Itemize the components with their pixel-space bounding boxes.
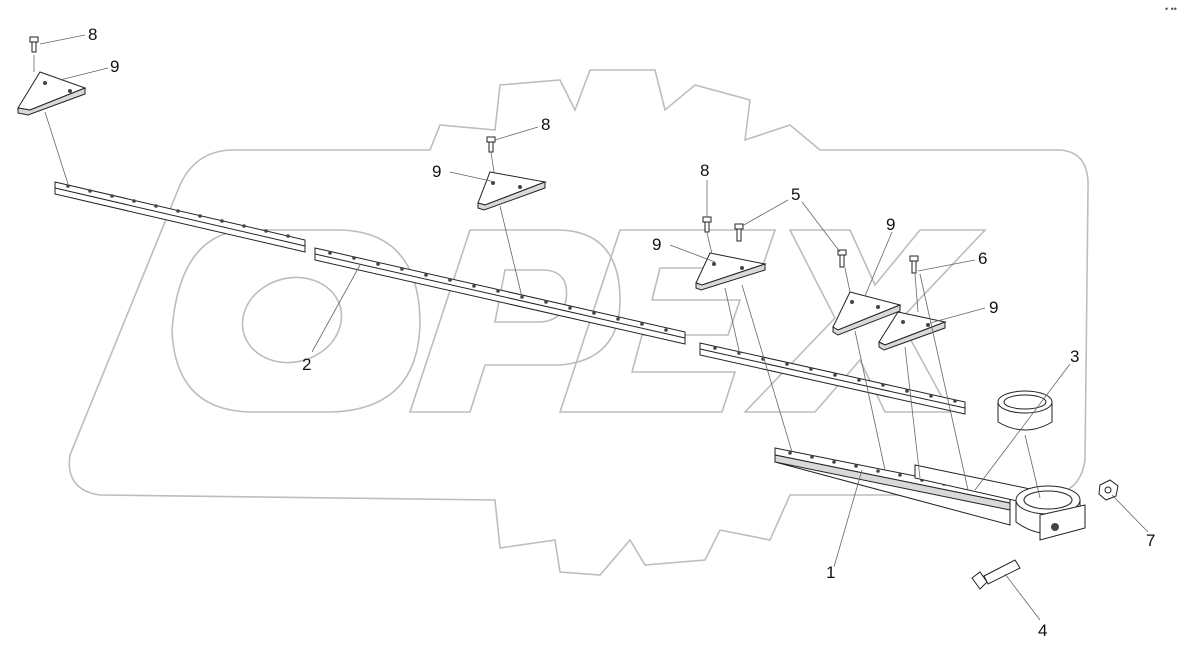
bushing-ring <box>997 390 1053 431</box>
knife-section-1 <box>17 71 87 116</box>
knife-bar-middle <box>314 247 686 345</box>
callout-3: 3 <box>1070 347 1079 366</box>
watermark-letter-p <box>408 229 621 413</box>
knife-section-5 <box>878 311 947 351</box>
callout-9-right-upper: 9 <box>886 215 895 234</box>
knife-bar-left-holes <box>66 184 290 238</box>
watermark-letter-p-inner <box>494 269 568 323</box>
knife-bar-middle-holes <box>328 251 668 332</box>
bolt-part-6 <box>909 255 919 274</box>
callout-9-right-lower: 9 <box>989 298 998 317</box>
callout-6: 6 <box>978 249 987 268</box>
callout-5: 5 <box>791 185 800 204</box>
rivet-bolt-middle <box>486 136 496 153</box>
callout-8-top-left: 8 <box>88 25 97 44</box>
callout-labels: 1 2 3 4 5 6 7 8 8 8 9 9 9 9 9 <box>88 25 1155 640</box>
callout-8-center: 8 <box>700 161 709 180</box>
assembly-lines <box>33 55 1041 499</box>
callout-4: 4 <box>1038 621 1047 640</box>
callout-9-center: 9 <box>652 235 661 254</box>
callout-7: 7 <box>1146 531 1155 550</box>
callout-1: 1 <box>826 563 835 582</box>
clamp-nut <box>1098 479 1119 501</box>
rivet-bolt-left <box>29 36 39 53</box>
callout-8-middle: 8 <box>541 115 550 134</box>
callout-9-middle: 9 <box>432 162 441 181</box>
knife-bar-left <box>54 181 306 253</box>
bolt-part-5-a <box>734 223 744 242</box>
watermark-letter-o <box>171 229 421 413</box>
knife-bar-right-holes <box>713 346 957 403</box>
knife-bar-right <box>699 342 966 415</box>
watermark-letter-o-inner <box>241 276 343 364</box>
knife-section-2 <box>477 171 547 211</box>
corner-mark: • •• <box>1165 4 1177 14</box>
knife-head-assembly <box>774 447 1086 541</box>
watermark-letter-x <box>743 229 987 413</box>
callout-2: 2 <box>302 355 311 374</box>
callout-leaders <box>39 34 1149 621</box>
knife-section-4 <box>832 291 902 336</box>
clamp-bolt <box>971 559 1021 590</box>
callout-9-top-left: 9 <box>110 57 119 76</box>
bolt-part-5-b <box>837 249 847 268</box>
